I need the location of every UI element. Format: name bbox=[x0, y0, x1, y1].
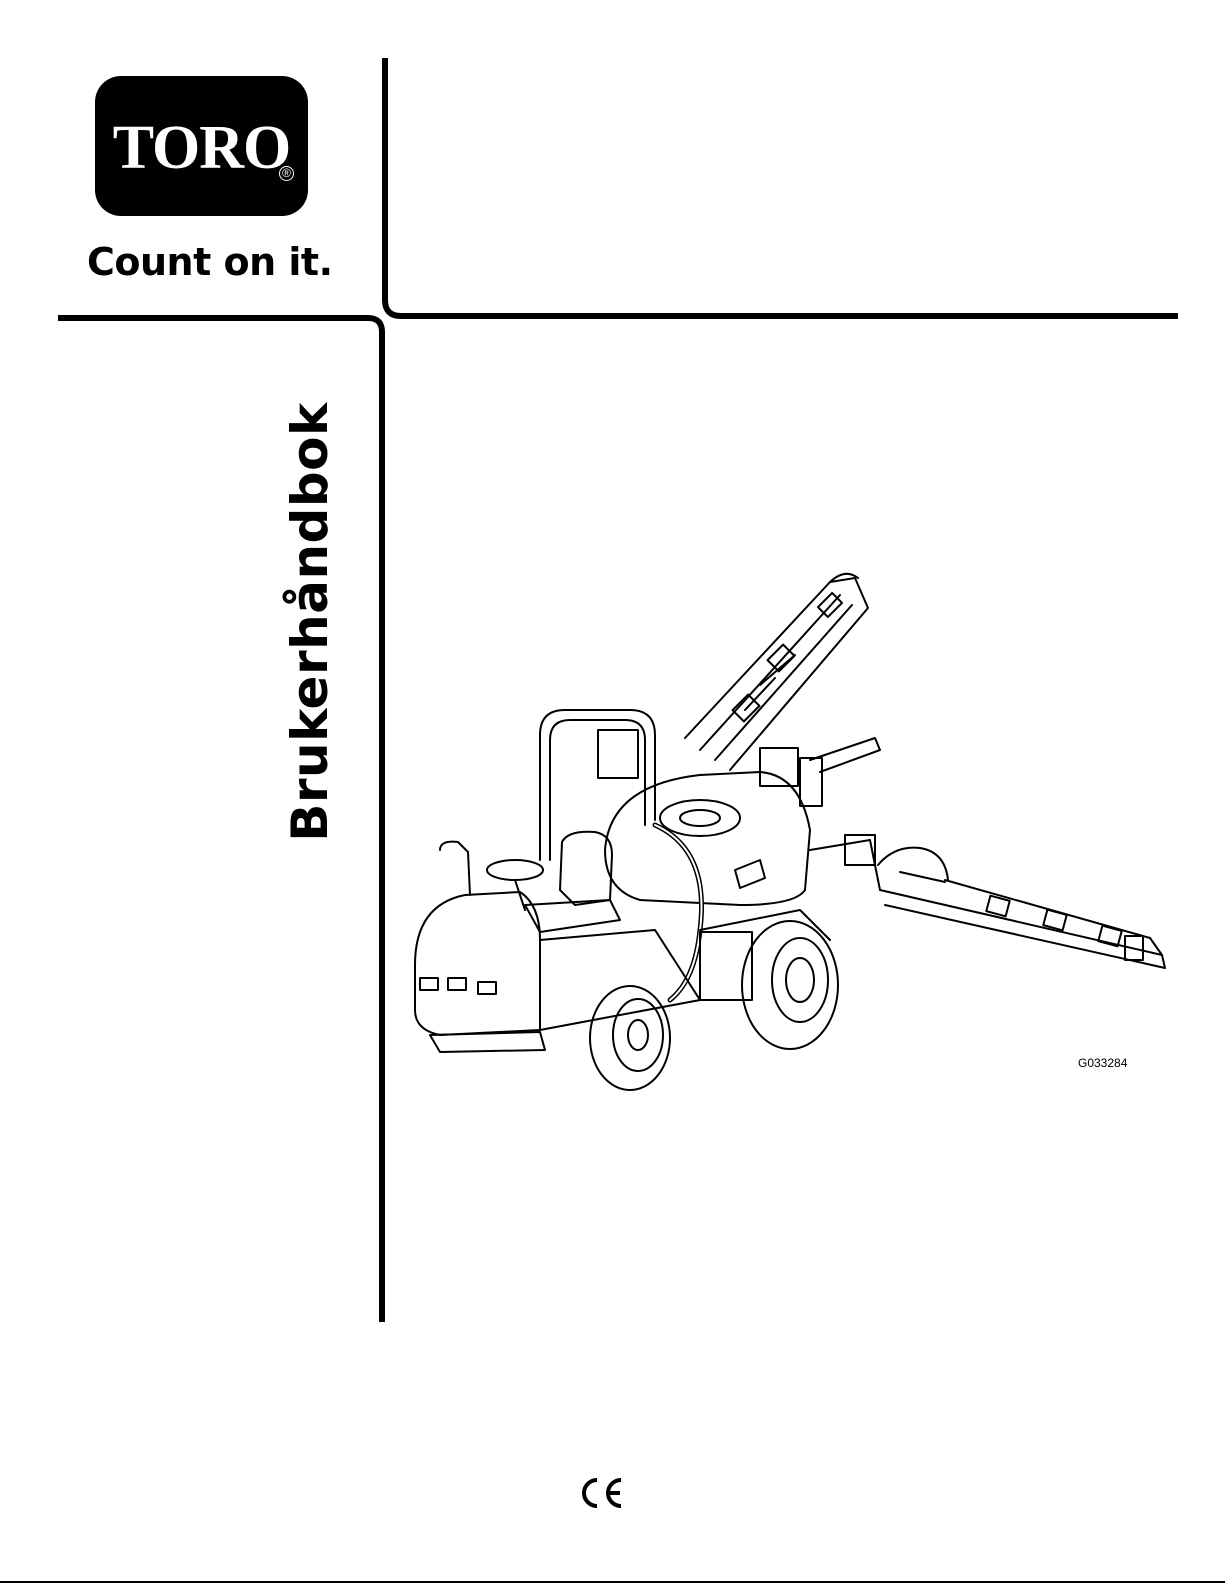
lower-boom-icon bbox=[810, 840, 1165, 968]
header-divider-line bbox=[385, 58, 1178, 316]
valve-assembly-icon bbox=[760, 738, 880, 865]
hose-icon bbox=[655, 825, 702, 1000]
toro-logo: TORO ® bbox=[95, 76, 308, 216]
spray-tank-icon bbox=[605, 772, 810, 905]
document-title: Brukerhåndbok bbox=[281, 402, 339, 841]
registered-mark: ® bbox=[279, 166, 294, 181]
upper-boom-icon bbox=[685, 574, 868, 770]
figure-code: G033284 bbox=[1078, 1056, 1127, 1070]
vehicle-body-icon bbox=[415, 842, 830, 1052]
ce-mark-icon bbox=[577, 1477, 625, 1509]
brand-tagline: Count on it. bbox=[87, 240, 333, 284]
logo-wordmark: TORO bbox=[113, 117, 290, 179]
roll-bar-icon bbox=[540, 710, 655, 860]
front-wheel-icon bbox=[742, 921, 838, 1049]
rear-wheel-icon bbox=[590, 986, 670, 1090]
steering-wheel-icon bbox=[487, 860, 543, 880]
sprayer-vehicle-illustration bbox=[400, 560, 1180, 1100]
